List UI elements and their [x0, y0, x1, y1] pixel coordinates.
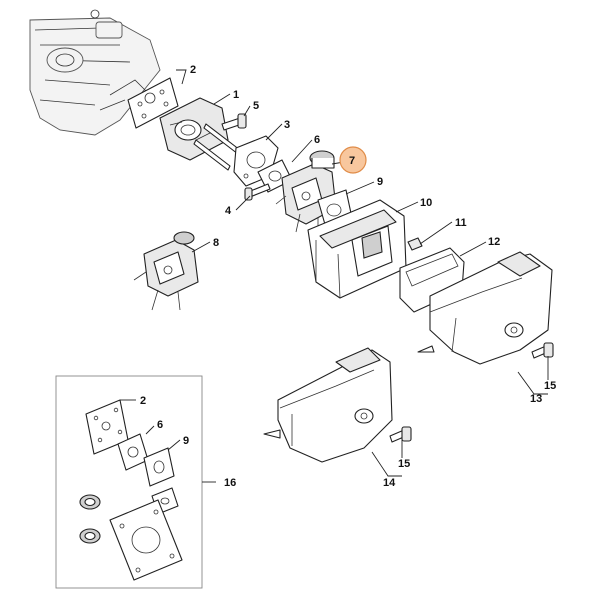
- callout-16: 16: [224, 477, 236, 489]
- part-15-screw-a: [531, 342, 554, 359]
- engine-housing: [29, 9, 161, 136]
- callout-4: 4: [225, 205, 232, 217]
- callout-8: 8: [213, 237, 219, 249]
- callout-1: 1: [233, 89, 239, 101]
- part-8-carburetor: [133, 231, 199, 311]
- kit-callout-6: 6: [157, 419, 163, 431]
- part-14-filter-cover: [263, 347, 393, 463]
- part-11-nut: [407, 237, 423, 251]
- flange-bolts: [193, 123, 241, 171]
- callout-6: 6: [314, 134, 320, 146]
- callout-5: 5: [253, 100, 259, 112]
- part-13-filter-cover: [417, 251, 553, 365]
- callout-11: 11: [455, 217, 467, 229]
- part-4-screw: [244, 183, 271, 201]
- highlight-marker: [339, 146, 367, 174]
- callout-15-b: 15: [398, 458, 410, 470]
- callout-3: 3: [284, 119, 290, 131]
- part-15-screw-b: [389, 426, 412, 443]
- callouts: 1 2 3 4 5 6 7 8 9 10 11 12 13 15 14 15 1…: [140, 64, 556, 489]
- kit-callout-9: 9: [183, 435, 189, 447]
- part-2-gasket: [127, 77, 179, 129]
- callout-14: 14: [383, 477, 396, 489]
- part-1-intake-flange: [159, 97, 229, 161]
- kit-callout-2: 2: [140, 395, 146, 407]
- part-5-screw: [221, 113, 247, 131]
- callout-13: 13: [530, 393, 542, 405]
- part-16-gasket-kit: [55, 375, 203, 589]
- leader-lines: [120, 69, 549, 483]
- callout-2: 2: [190, 64, 196, 76]
- callout-15-a: 15: [544, 380, 556, 392]
- callout-10: 10: [420, 197, 432, 209]
- callout-9: 9: [377, 176, 383, 188]
- callout-7: 7: [349, 155, 355, 167]
- callout-12: 12: [488, 236, 500, 248]
